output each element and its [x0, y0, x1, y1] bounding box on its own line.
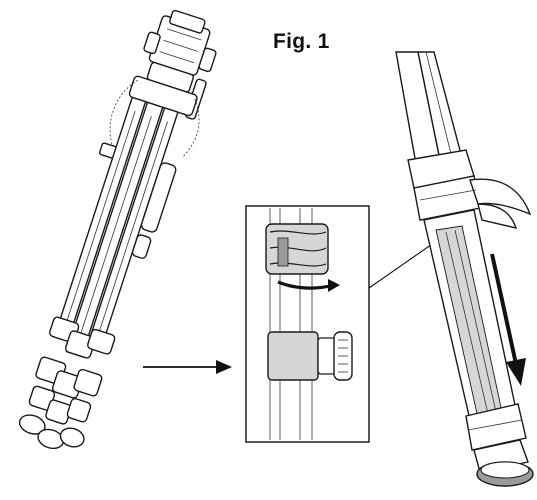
lower-leg-clamp	[465, 403, 527, 451]
tripod-head	[143, 9, 217, 120]
collapsed-tripod	[18, 9, 217, 450]
leg-locks-upper	[49, 316, 116, 359]
upper-leg-clamp	[407, 149, 532, 229]
lower-leg-tube	[423, 209, 517, 421]
detail-inset	[245, 205, 449, 443]
rotate-arrow-icon	[277, 279, 340, 292]
tripod-legs	[54, 96, 179, 358]
arrow-right-icon	[143, 360, 232, 374]
leg-locks-lower	[28, 356, 103, 425]
lock-unlocked	[265, 223, 329, 275]
lock-locked	[267, 331, 353, 381]
tripod-feet	[18, 414, 85, 450]
arrow-down-icon	[490, 253, 526, 386]
extended-leg	[395, 51, 534, 487]
leg-foot	[473, 439, 534, 487]
figure-label: Fig. 1	[273, 30, 330, 53]
